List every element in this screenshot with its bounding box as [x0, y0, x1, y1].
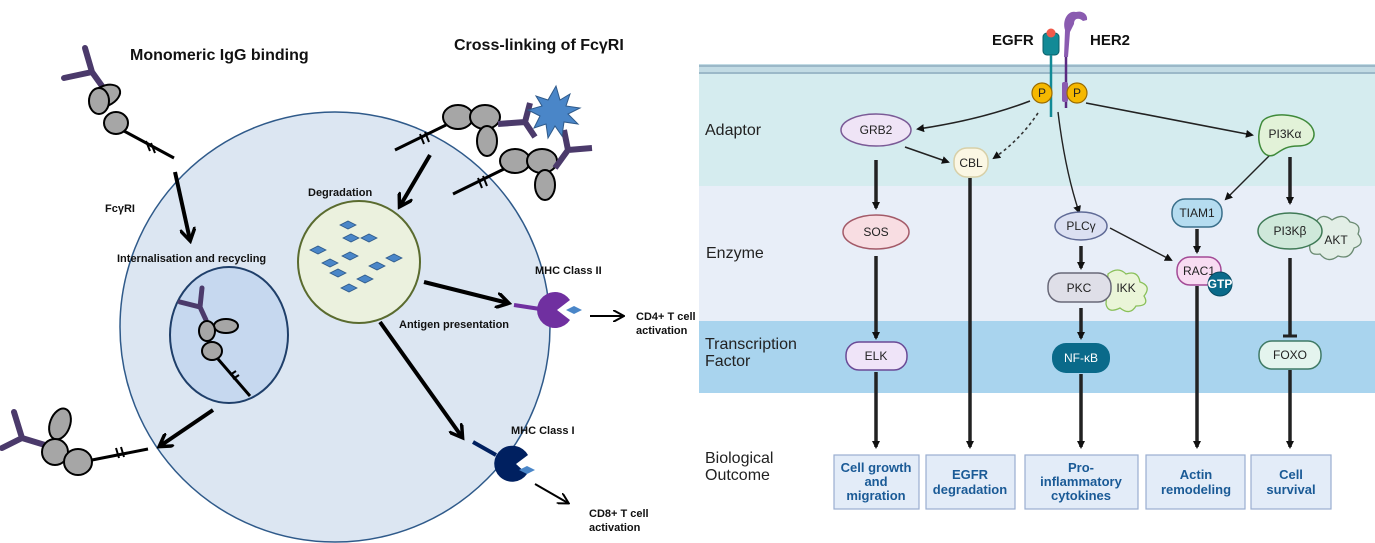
lane-label-tf-line2: Factor	[705, 353, 751, 370]
outcome-egfr-degradation: EGFR degradation	[925, 454, 1016, 510]
node-pi3ka: PI3Kα	[1258, 114, 1315, 157]
svg-text:SOS: SOS	[863, 225, 888, 239]
label-antigen-presentation: Antigen presentation	[399, 319, 509, 331]
label-fcgri: FcγRI	[105, 203, 135, 215]
label-mhc-class-1: MHC Class I	[511, 425, 575, 437]
arrow-internalisation	[173, 171, 190, 240]
svg-text:EGFR: EGFR	[952, 467, 989, 482]
svg-text:GRB2: GRB2	[860, 123, 893, 137]
svg-text:TIAM1: TIAM1	[1179, 206, 1215, 220]
svg-text:P: P	[1073, 86, 1081, 100]
svg-text:and: and	[864, 474, 887, 489]
lane-label-enzyme: Enzyme	[706, 245, 764, 262]
receptor-crosslinked-icon	[394, 102, 593, 201]
svg-text:RAC1: RAC1	[1183, 264, 1215, 278]
svg-text:PI3Kα: PI3Kα	[1269, 127, 1302, 141]
svg-text:Cell growth: Cell growth	[841, 460, 912, 475]
node-foxo: FOXO	[1258, 340, 1322, 370]
svg-text:cytokines: cytokines	[1051, 488, 1111, 503]
arrow-cd8	[534, 483, 568, 503]
label-degradation: Degradation	[308, 187, 372, 199]
svg-text:ELK: ELK	[865, 349, 888, 363]
left-panel-fcgr-diagram: Monomeric IgG binding Cross-linking of F…	[0, 37, 696, 543]
receptor-monomeric-igg-icon	[61, 45, 175, 160]
label-cd8-line2: activation	[589, 522, 641, 534]
svg-text:degradation: degradation	[933, 482, 1007, 497]
lane-label-outcome-line1: Biological	[705, 450, 773, 467]
label-cd4-line2: activation	[636, 325, 688, 337]
lane-enzyme-bg	[699, 186, 1375, 321]
receptor-internalised-icon	[177, 285, 252, 397]
endosome	[169, 266, 289, 404]
node-pkc: PKC	[1047, 272, 1112, 303]
arrow-to-mhc1	[378, 320, 462, 437]
node-elk: ELK	[845, 341, 908, 371]
label-her2: HER2	[1090, 32, 1130, 49]
outcome-cell-growth: Cell growth and migration	[833, 454, 920, 510]
svg-text:Actin: Actin	[1180, 467, 1213, 482]
svg-text:PI3Kβ: PI3Kβ	[1274, 224, 1307, 238]
label-mhc-class-2: MHC Class II	[535, 265, 602, 277]
membrane	[699, 64, 1375, 74]
node-ikk: IKK	[1105, 269, 1148, 313]
node-tiam1: TIAM1	[1171, 198, 1223, 228]
arrow-p-to-pi3ka	[1085, 102, 1254, 138]
svg-text:survival: survival	[1266, 482, 1315, 497]
label-egfr: EGFR	[992, 32, 1034, 49]
arrow-p-to-grb2	[916, 100, 1031, 133]
arrow-to-mhc2	[423, 280, 508, 303]
lane-label-tf-line1: Transcription	[705, 336, 797, 353]
node-grb2: GRB2	[840, 113, 912, 147]
svg-text:IKK: IKK	[1116, 281, 1135, 295]
node-pi3kb: PI3Kβ	[1257, 212, 1323, 250]
label-internalisation: Internalisation and recycling	[117, 253, 266, 265]
arrow-recycling	[160, 408, 215, 446]
svg-text:CBL: CBL	[959, 156, 983, 170]
arrow-p-to-cbl-dashed	[992, 112, 1039, 160]
svg-text:AKT: AKT	[1324, 233, 1348, 247]
egfr-receptor-icon	[1042, 28, 1060, 117]
lane-label-outcome-line2: Outcome	[705, 467, 770, 484]
antigen-fragments	[309, 220, 403, 293]
mhc-class-2-icon	[513, 291, 582, 328]
svg-text:PLCγ: PLCγ	[1066, 219, 1095, 233]
arrow-grb2-to-cbl	[904, 146, 950, 164]
receptor-recycled-icon	[0, 407, 149, 476]
outcome-cell-survival: Cell survival	[1250, 454, 1332, 510]
svg-text:migration: migration	[846, 488, 905, 503]
mhc-class-1-icon	[472, 440, 535, 482]
node-gtp: GTP	[1207, 271, 1233, 297]
arrow-pi3ka-to-tiam1	[1224, 154, 1271, 201]
right-panel-egfr-her2-pathway: Adaptor Enzyme Transcription Factor Biol…	[699, 11, 1375, 510]
lane-label-adaptor: Adaptor	[705, 122, 762, 139]
title-monomeric-igg: Monomeric IgG binding	[130, 47, 309, 64]
outcome-pro-inflammatory: Pro- inflammatory cytokines	[1024, 454, 1139, 510]
svg-text:inflammatory: inflammatory	[1040, 474, 1122, 489]
svg-text:Cell: Cell	[1279, 467, 1303, 482]
node-sos: SOS	[842, 214, 910, 250]
svg-text:remodeling: remodeling	[1161, 482, 1231, 497]
arrow-to-degradation	[400, 153, 432, 206]
lysosome	[297, 200, 421, 324]
svg-text:NF-κB: NF-κB	[1064, 351, 1098, 365]
svg-text:GTP: GTP	[1208, 277, 1233, 291]
phospho-egfr-icon: P	[1031, 82, 1053, 104]
antigen-star-icon	[526, 84, 582, 140]
arrow-p-to-plcg	[1057, 111, 1081, 214]
svg-text:FOXO: FOXO	[1273, 348, 1307, 362]
svg-text:PKC: PKC	[1067, 281, 1092, 295]
outcome-actin-remodeling: Actin remodeling	[1145, 454, 1246, 510]
label-cd4-line1: CD4+ T cell	[636, 311, 696, 323]
svg-text:P: P	[1038, 86, 1046, 100]
title-crosslinking: Cross-linking of FcγRI	[454, 37, 624, 54]
node-plcg: PLCγ	[1054, 211, 1108, 241]
label-cd8-line1: CD8+ T cell	[589, 508, 649, 520]
svg-text:Pro-: Pro-	[1068, 460, 1094, 475]
node-nfkb: NF-κB	[1052, 343, 1110, 373]
arrow-plcg-to-rac1	[1109, 227, 1173, 261]
phospho-her2-icon: P	[1062, 82, 1088, 104]
node-cbl: CBL	[953, 147, 989, 178]
